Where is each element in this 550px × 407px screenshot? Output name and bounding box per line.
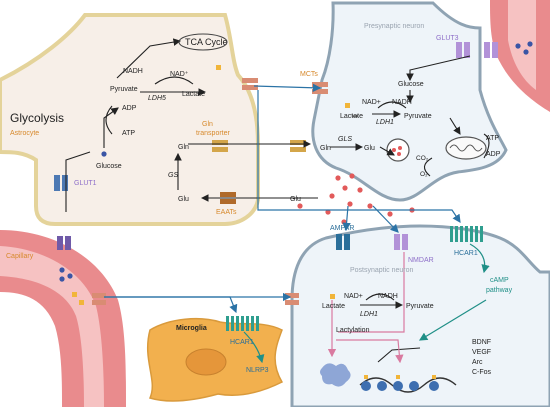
eaat-transporter	[220, 192, 236, 204]
camp-label-line1: cAMP	[490, 277, 509, 284]
presynaptic-neuron-label: Presynaptic neuron	[364, 23, 424, 30]
signalling-arrows	[243, 243, 490, 364]
ldh1-label-presynaptic: LDH1	[376, 119, 394, 126]
ampar-label: AMPAR	[330, 225, 354, 232]
gln-transporter-label-line2: transporter	[196, 130, 231, 137]
gs-label: GS	[168, 172, 178, 179]
ldh5-label: LDH5	[148, 95, 166, 102]
astrocyte-label: Astrocyte	[10, 130, 39, 137]
lactate-label-postsynaptic: Lactate	[322, 303, 345, 310]
capillary-label: Capillary	[6, 253, 34, 260]
gls-label: GLS	[338, 136, 352, 143]
pyruvate-label-postsynaptic: Pyruvate	[406, 303, 434, 310]
capillary-lumen-top	[508, 0, 536, 90]
nlrp3-label: NLRP3	[246, 367, 269, 374]
lactate-transport-arrows	[104, 83, 461, 314]
microglia-nucleus-icon	[185, 348, 227, 376]
atp-label: ATP	[122, 130, 135, 137]
gln-transporter-label-line1: Gln	[202, 121, 213, 128]
glut3-transporter	[456, 42, 498, 58]
mct-postsynaptic-transporter	[285, 293, 299, 305]
gln-label-presynaptic: Gln	[320, 145, 331, 152]
cfos-label: C-Fos	[472, 369, 492, 376]
hcar1-label-postsynaptic: HCAR1	[454, 250, 478, 257]
ampar-receptor	[336, 234, 350, 250]
tca-cycle-ring	[178, 33, 228, 51]
hcar1-receptor-microglia	[226, 316, 259, 331]
glut3-label: GLUT3	[436, 35, 459, 42]
nadh-label: NADH	[123, 68, 143, 75]
synaptic-vesicle-icon	[386, 138, 410, 162]
ldh1-label-postsynaptic: LDH1	[360, 311, 378, 318]
pyruvate-label: Pyruvate	[110, 86, 138, 93]
postsynaptic-neuron-label: Postsynaptic neuron	[350, 267, 414, 274]
nad-plus-label-postsynaptic: NAD+	[344, 293, 363, 300]
lactylation-label: Lactylation	[336, 327, 370, 334]
microglia-label: Microglia	[176, 325, 207, 332]
glu-label-presynaptic: Glu	[364, 145, 375, 152]
nadh-label-postsynaptic: NADH	[378, 293, 398, 300]
gln-label-astrocyte: Gln	[178, 144, 189, 151]
mcts-label: MCTs	[300, 71, 318, 78]
lactate-squares	[72, 65, 350, 305]
vegf-label: VEGF	[472, 349, 491, 356]
glucose-label-astrocyte: Glucose	[96, 163, 122, 170]
nad-plus-label: NAD⁺	[170, 71, 189, 78]
mitochondrion-icon	[445, 136, 487, 160]
nmdar-label: NMDAR	[408, 257, 434, 264]
capillary-lumen-left	[0, 246, 104, 407]
o2-label: O₂	[420, 171, 428, 178]
postsynaptic-arrows	[360, 293, 421, 363]
mct-capillary-transporter	[92, 293, 106, 305]
lactylation-arrows	[327, 252, 405, 364]
lactylation-enzyme-icon	[320, 363, 351, 387]
tca-cycle-label: TCA Cycle	[185, 37, 228, 47]
astrocyte-arrows	[65, 38, 395, 212]
glu-label-cleft: Glu	[290, 196, 301, 203]
nad-plus-label-presynaptic: NAD+	[362, 99, 381, 106]
eaats-label: EAATs	[216, 209, 237, 216]
gln-transporter	[212, 140, 228, 152]
adp-label-presynaptic: ADP	[486, 151, 501, 158]
gln-transporter-presynaptic	[290, 140, 306, 152]
glu-label-astrocyte: Glu	[178, 196, 189, 203]
pyruvate-label-presynaptic: Pyruvate	[404, 113, 432, 120]
adp-label: ADP	[122, 105, 137, 112]
hcar1-receptor-postsynaptic	[450, 226, 483, 242]
glut1-capillary-transporter	[57, 236, 71, 250]
glucose-label-presynaptic: Glucose	[398, 81, 424, 88]
co2-label: CO₂	[416, 155, 429, 162]
lactate-label-astrocyte: Lactate	[182, 91, 205, 98]
nadh-label-presynaptic: NADH	[392, 99, 412, 106]
arc-label: Arc	[472, 359, 483, 366]
glycolysis-title: Glycolysis	[10, 111, 64, 125]
atp-label-presynaptic: ATP	[486, 135, 499, 142]
glut1-transporter	[54, 175, 68, 191]
bdnf-label: BDNF	[472, 339, 491, 346]
lactate-label-presynaptic: Lactate	[340, 113, 363, 120]
nucleosome-icon	[359, 375, 457, 393]
glucose-dot	[101, 151, 107, 157]
glucose-dots	[59, 41, 533, 282]
hcar1-label-microglia: HCAR1	[230, 339, 254, 346]
mct-astrocyte-transporter	[242, 78, 258, 90]
camp-label-line2: pathway	[486, 287, 513, 294]
presynaptic-arrows	[352, 55, 490, 177]
nmdar-receptor	[394, 234, 408, 250]
glut1-label: GLUT1	[74, 180, 97, 187]
